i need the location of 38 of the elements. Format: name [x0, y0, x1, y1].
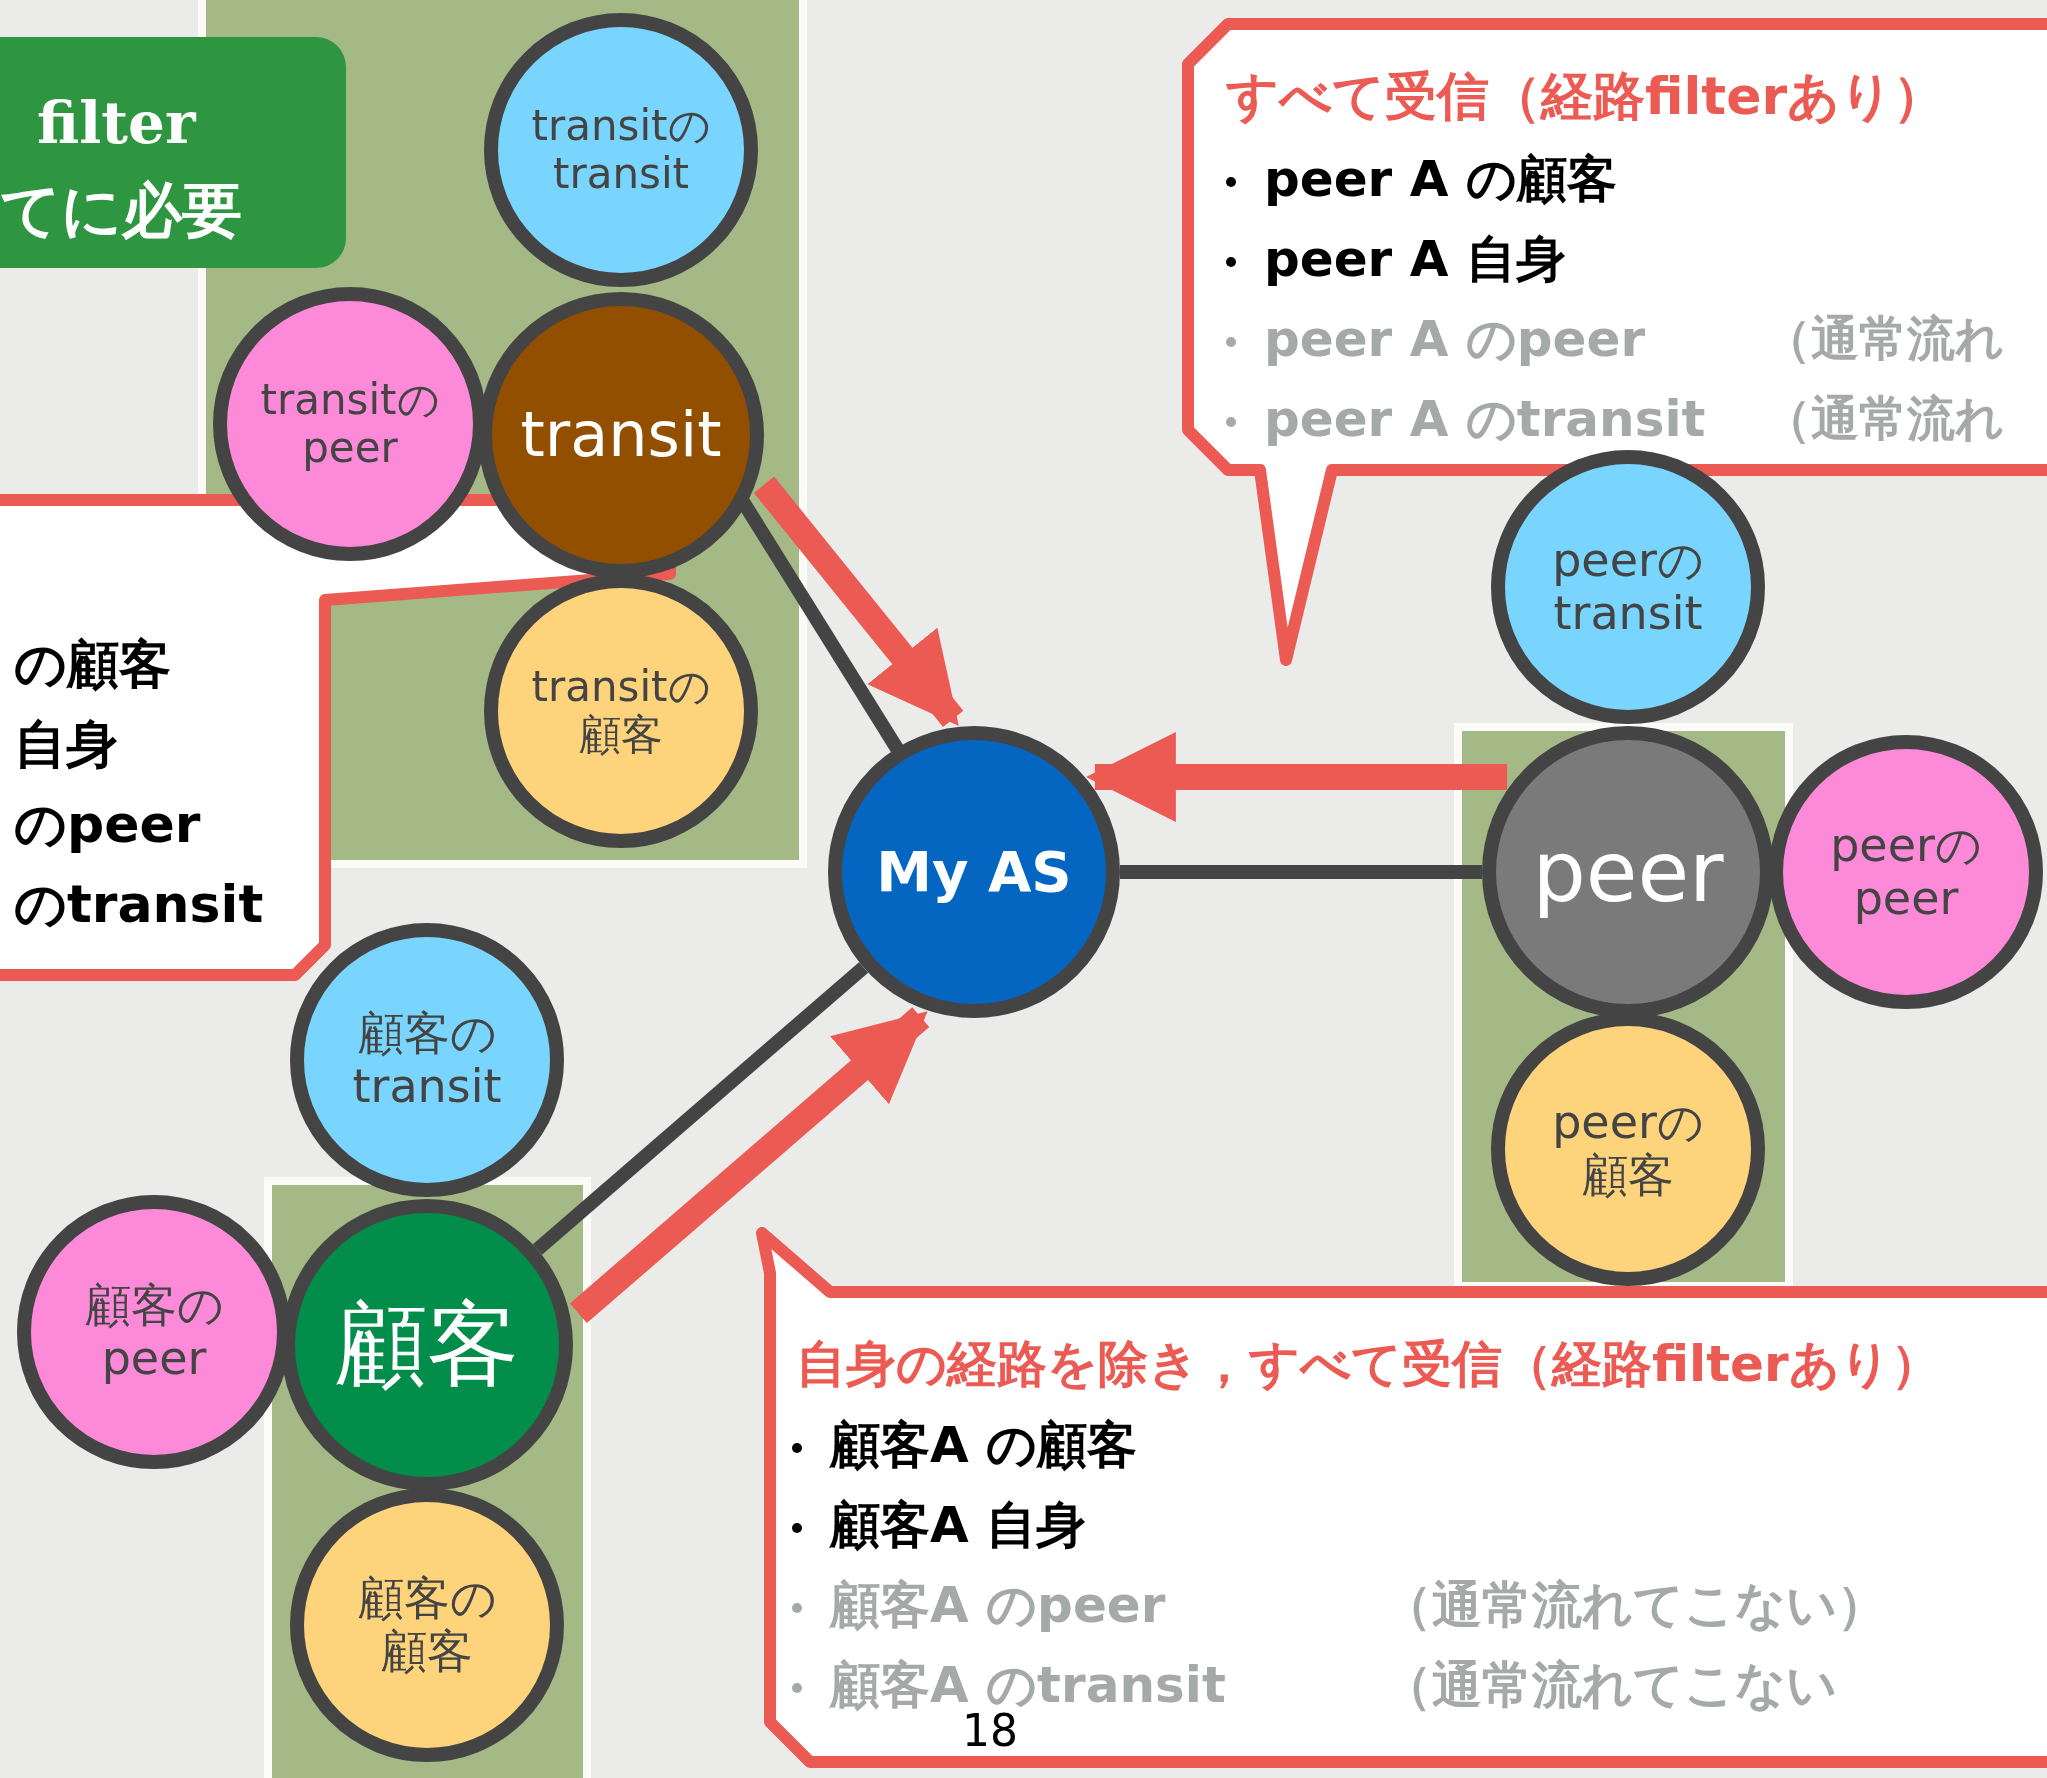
list-item: （通常流れ [1763, 312, 2004, 365]
list-item: peer A のpeer [1264, 312, 1646, 367]
circle-label: peerの顧客 [1551, 1096, 1705, 1202]
circle-label: transitの顧客 [530, 662, 712, 760]
circle-label: transitのtransit [530, 101, 712, 199]
list-item: 顧客A の顧客 [830, 1418, 1138, 1473]
circle-label: 顧客のpeer [83, 1279, 225, 1385]
list-item: の顧客 [14, 636, 171, 694]
arrow [569, 1007, 930, 1324]
list-item: peer A 自身 [1264, 232, 1566, 287]
circle-label: transitのpeer [259, 375, 441, 473]
callout-title: すべて受信（経路filterあり） [1226, 68, 1946, 126]
note-box [0, 37, 346, 268]
list-item: （通常流れてこない） [1382, 1578, 1887, 1633]
circle-label: 顧客のtransit [351, 1007, 503, 1113]
circle-label: transit [519, 399, 723, 471]
note-text: てに必要 [0, 177, 242, 243]
list-item: 顧客A 自身 [830, 1498, 1087, 1553]
note-text: filter [37, 92, 196, 156]
arrow [1085, 732, 1508, 822]
arrow [753, 476, 964, 728]
callout-title: 自身の経路を除き，すべて受信（経路filterあり） [796, 1337, 1941, 1392]
list-item: （通常流れ [1763, 392, 2004, 445]
circle-label: peer [1531, 823, 1725, 921]
list-item: 顧客A のpeer [830, 1578, 1166, 1633]
circle-label: 顧客の顧客 [356, 1572, 498, 1678]
circle-label: peerのtransit [1551, 534, 1705, 640]
list-item: （通常流れてこない [1382, 1658, 1837, 1713]
connector-line [532, 962, 869, 1255]
list-item: peer A の顧客 [1264, 152, 1617, 207]
list-item: のpeer [14, 796, 201, 854]
circle-label: 顧客 [334, 1292, 520, 1398]
list-item: のtransit [14, 876, 264, 934]
connector-line [1120, 865, 1482, 879]
list-item: peer A のtransit [1264, 392, 1706, 447]
circle-label: peerのpeer [1829, 819, 1983, 925]
circle-label: My AS [875, 839, 1073, 905]
list-item: 自身 [14, 716, 118, 774]
